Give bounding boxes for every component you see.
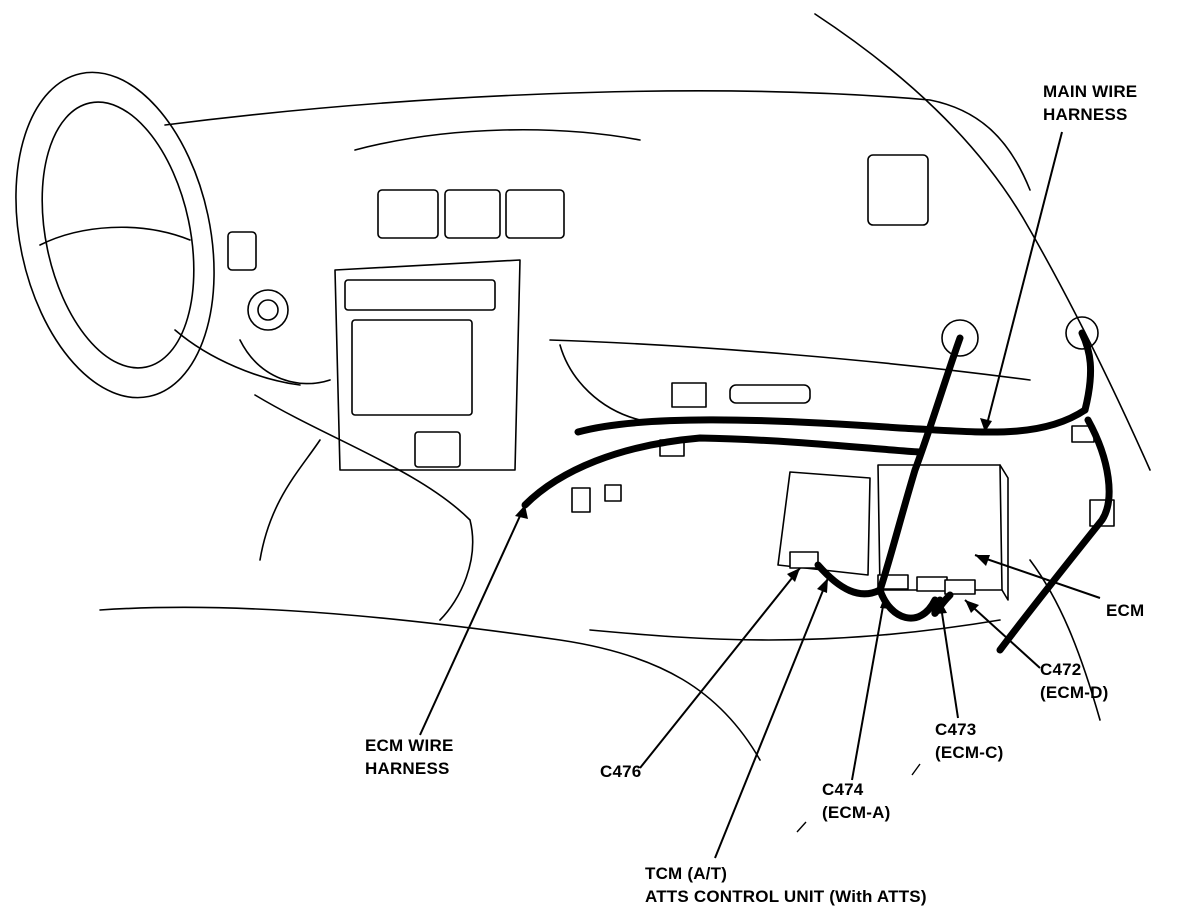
glovebox-handle (729, 384, 811, 404)
steering-wheel-outer (15, 71, 215, 399)
arrow-ecm (975, 555, 990, 566)
arrow-main-wire (980, 418, 992, 432)
windshield-edge (814, 13, 1151, 471)
label-c474: C474 (ECM-A) (822, 778, 890, 824)
label-c472-line2: (ECM-D) (1040, 683, 1109, 702)
stalk-switch (227, 231, 257, 271)
passenger-vent (867, 154, 929, 226)
main-wire-harness-down (996, 416, 1113, 654)
arrow-ecm-wire (515, 505, 528, 519)
tick-mark-2 (796, 821, 807, 833)
label-c472: C472 (ECM-D) (1040, 658, 1108, 704)
radio-slot (344, 279, 496, 311)
label-tcm: TCM (A/T) ATTS CONTROL UNIT (With ATTS) (645, 862, 927, 908)
label-main-wire-harness-line1: MAIN WIRE (1043, 82, 1138, 101)
label-c473-line1: C473 (935, 720, 977, 739)
steering-column (174, 329, 301, 386)
connector-upper (671, 382, 707, 408)
label-tcm-line2: ATTS CONTROL UNIT (With ATTS) (645, 887, 927, 906)
tcm-harness (814, 561, 884, 598)
arrow-c476 (787, 568, 800, 582)
label-ecm-wire-harness: ECM WIRE HARNESS (365, 734, 453, 780)
label-ecm-text: ECM (1106, 601, 1145, 620)
label-main-wire-harness: MAIN WIRE HARNESS (1043, 80, 1137, 126)
main-wire-harness-branch (1078, 329, 1094, 414)
steering-wheel-spoke (39, 226, 191, 246)
leader-main-wire (984, 131, 1063, 433)
main-wire-harness (574, 406, 1089, 436)
leader-c472 (964, 599, 1041, 669)
label-c474-line2: (ECM-A) (822, 803, 891, 822)
label-ecm-wire-harness-line1: ECM WIRE (365, 736, 454, 755)
tick-mark-1 (911, 763, 921, 776)
ecm-wire-harness (521, 434, 924, 509)
kick-panel (1029, 559, 1101, 721)
ignition-switch (247, 289, 289, 331)
center-vent-1 (377, 189, 439, 239)
leader-c474 (851, 594, 886, 781)
arrow-tcm (817, 578, 828, 593)
leader-tcm (714, 577, 829, 859)
connector-c476 (789, 551, 819, 569)
knee-panel (239, 339, 331, 385)
leader-ecm (974, 554, 1101, 599)
connector-left-1 (571, 487, 591, 513)
center-console (334, 259, 521, 471)
center-vent-3 (505, 189, 565, 239)
label-c473: C473 (ECM-C) (935, 718, 1003, 764)
connector-left-2 (604, 484, 622, 502)
grommet-right (1065, 316, 1099, 350)
grommet-left (941, 319, 979, 357)
ecm-box-side (999, 464, 1009, 601)
label-c474-line1: C474 (822, 780, 864, 799)
center-tunnel (254, 394, 474, 621)
label-c476-text: C476 (600, 762, 642, 781)
label-c476: C476 (600, 760, 641, 783)
label-c473-line2: (ECM-C) (935, 743, 1004, 762)
ignition-switch-inner (257, 299, 279, 321)
leader-ecm-wire (419, 504, 526, 736)
steering-wheel-inner (41, 101, 195, 369)
leader-c473 (939, 599, 959, 719)
console-switch (414, 431, 461, 468)
shifter-boot (259, 439, 321, 561)
seat-edge (99, 606, 761, 761)
dash-top-edge (164, 90, 1031, 191)
harness-right-loop (931, 591, 954, 617)
center-vent-2 (444, 189, 501, 239)
label-tcm-line1: TCM (A/T) (645, 864, 728, 883)
connector-c473 (916, 576, 948, 592)
floor-line (589, 619, 1001, 641)
label-ecm: ECM (1106, 599, 1144, 622)
arrow-c473 (936, 600, 947, 614)
dash-lower-edge (549, 339, 1031, 381)
label-c472-line1: C472 (1040, 660, 1082, 679)
ecm-harness-to-grommet (876, 334, 964, 594)
label-ecm-wire-harness-line2: HARNESS (365, 759, 450, 778)
leader-c476 (639, 567, 801, 769)
tcm-box (777, 471, 871, 576)
radio-display (351, 319, 473, 416)
glovebox-line (559, 344, 641, 421)
connector-c472 (944, 579, 976, 595)
center-stack-top (354, 128, 641, 151)
label-main-wire-harness-line2: HARNESS (1043, 105, 1128, 124)
arrow-c474 (880, 595, 891, 609)
arrow-c472 (965, 600, 979, 613)
